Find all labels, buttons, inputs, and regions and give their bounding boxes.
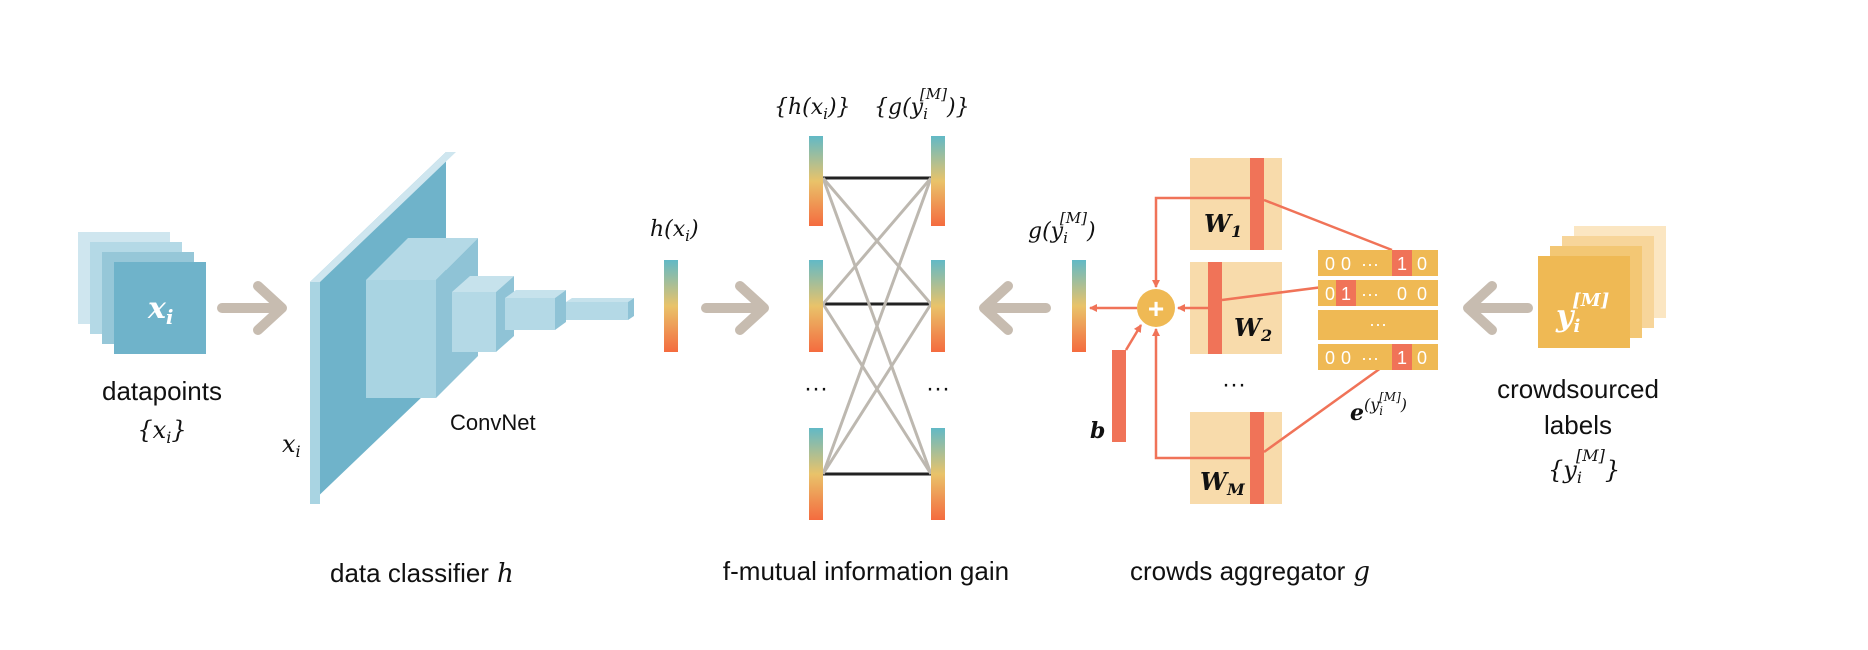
- labels-caption-line1: crowdsourced: [1497, 374, 1659, 404]
- mi-caption: f-mutual information gain: [723, 556, 1009, 586]
- classifier-output-vector: [664, 260, 678, 352]
- labels-box-label: yi[M]: [1555, 290, 1609, 337]
- bias-label: b: [1090, 418, 1105, 444]
- convnet-input-label: xi: [282, 430, 301, 461]
- onehot-r2-c4: 0: [1417, 284, 1427, 304]
- mi-right-vector-2: [931, 260, 945, 352]
- onehot-r1-c2: 0: [1341, 254, 1351, 274]
- onehot-r3-c3: 1: [1397, 348, 1407, 368]
- mi-right-header: {g(yi[M])}: [874, 85, 970, 123]
- onehot-r2-dots: ···: [1361, 284, 1379, 304]
- onehot-row-dots: ···: [1369, 314, 1387, 334]
- onehot-r1-c3: 1: [1397, 254, 1407, 274]
- bias-vector: [1112, 350, 1126, 442]
- aggregator-output-label: g(yi[M]): [1028, 209, 1096, 247]
- flow-arrow-3: [979, 281, 1051, 335]
- onehot-r2-c1: 0: [1325, 284, 1335, 304]
- mi-left-header: {h(xi)}: [774, 95, 851, 123]
- labels-stack: yi[M]: [1538, 226, 1666, 348]
- onehot-r3-dots: ···: [1361, 348, 1379, 368]
- encoding-label: e(yi[M]): [1350, 390, 1407, 426]
- convnet-label: ConvNet: [450, 410, 536, 435]
- convnet: [310, 152, 634, 504]
- datapoints-stack: xi: [78, 232, 206, 354]
- onehot-r1-c4: 0: [1417, 254, 1427, 274]
- mi-left-dots: ···: [804, 375, 828, 402]
- one-hot-table: 0 0 ··· 1 0 0 1 ··· 0 0 ··· 0 0 ··· 1 0: [1318, 250, 1438, 370]
- mi-connections: [821, 176, 933, 476]
- mi-left-vector-1: [809, 136, 823, 226]
- sum-node: [1137, 289, 1175, 327]
- svg-text:WM: WM: [1200, 467, 1246, 499]
- classifier-output-label: h(xi): [650, 217, 699, 245]
- svg-text:W1: W1: [1204, 209, 1242, 241]
- onehot-r2-c2: 1: [1341, 284, 1351, 304]
- flow-arrow-2: [701, 281, 769, 335]
- datapoints-set-label: {xi}: [137, 416, 186, 447]
- onehot-r3-c2: 0: [1341, 348, 1351, 368]
- mi-right-vector-3: [931, 428, 945, 520]
- flow-arrow-1: [217, 281, 287, 335]
- weight-matrix-1: W1: [1190, 158, 1282, 250]
- datapoints-caption: datapoints: [102, 376, 222, 406]
- onehot-r2-c3: 0: [1397, 284, 1407, 304]
- mi-right-vector-1: [931, 136, 945, 226]
- flow-arrow-4: [1463, 281, 1533, 335]
- onehot-r1-c1: 0: [1325, 254, 1335, 274]
- onehot-r3-c4: 0: [1417, 348, 1427, 368]
- labels-set-label: {yi[M]}: [1548, 446, 1620, 487]
- datapoint-box-label: xi: [147, 291, 174, 329]
- mi-left-vector-2: [809, 260, 823, 352]
- sum-symbol: +: [1148, 293, 1164, 324]
- labels-caption-line2: labels: [1544, 410, 1612, 440]
- onehot-r1-dots: ···: [1361, 254, 1379, 274]
- weight-dots: ···: [1222, 371, 1246, 398]
- svg-text:W2: W2: [1234, 313, 1272, 345]
- onehot-r3-c1: 0: [1325, 348, 1335, 368]
- aggregator-output-vector: [1072, 260, 1086, 352]
- mi-right-dots: ···: [926, 375, 950, 402]
- mi-left-vector-3: [809, 428, 823, 520]
